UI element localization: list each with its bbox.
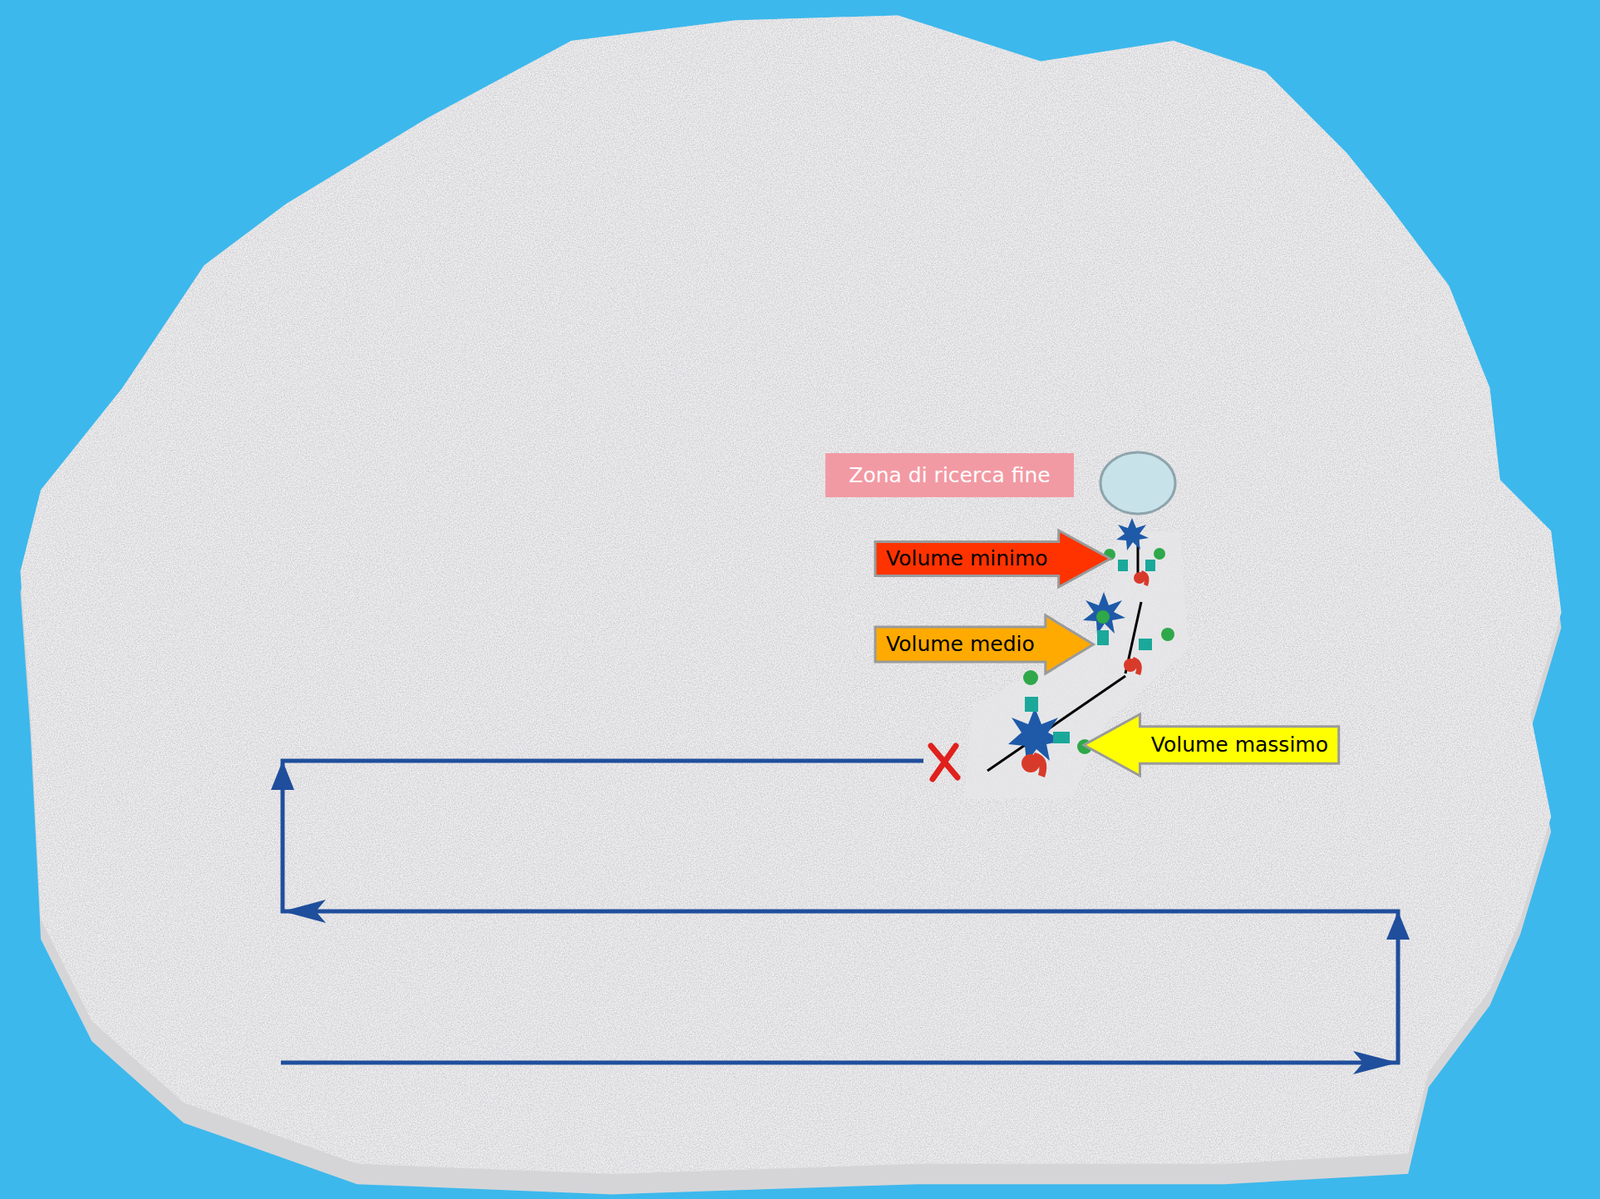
zone-label-box: Zona di ricerca fine — [825, 452, 1074, 498]
node-label: Volume massimo — [1151, 733, 1329, 757]
node-label: Volume medio — [886, 632, 1035, 656]
volume-arrow: Volume minimo — [875, 530, 1111, 587]
fine-search-zone — [1100, 452, 1176, 514]
node-label: Zona di ricerca fine — [848, 463, 1050, 488]
volume-arrow: Volume massimo — [1083, 713, 1340, 776]
path-arrowheads — [270, 760, 1410, 1074]
coarse-search-path — [280, 760, 1399, 1063]
snow-field — [20, 14, 1562, 1173]
last-seen-cross — [930, 745, 958, 779]
node-label: Volume minimo — [886, 546, 1049, 571]
volume-arrow: Volume medio — [875, 615, 1094, 674]
